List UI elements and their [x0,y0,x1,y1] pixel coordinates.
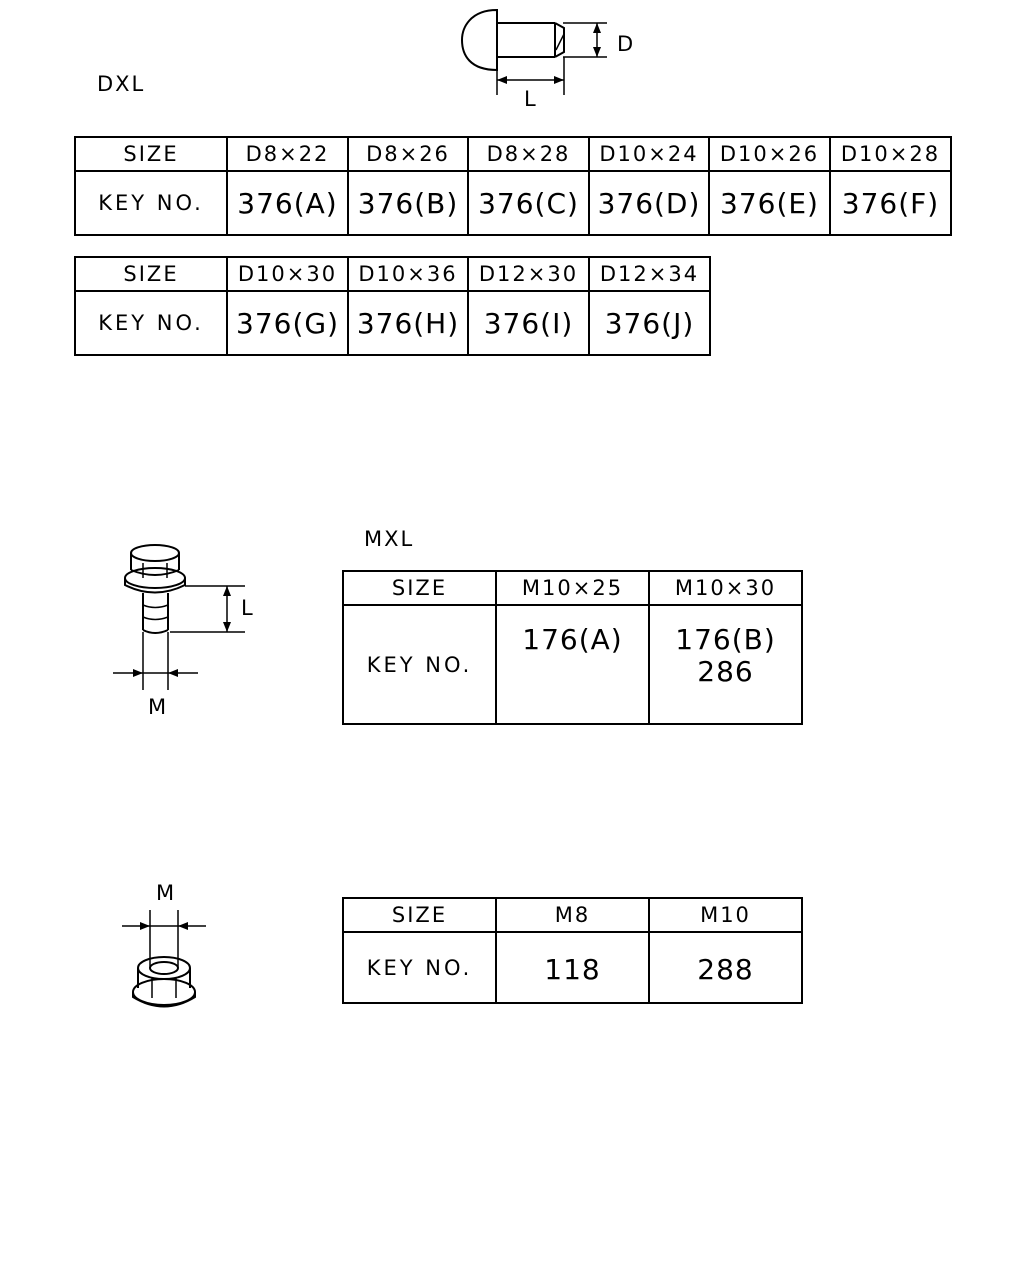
key-no-value: 286 [697,655,754,688]
key-no-cell: 376(I) [467,290,590,356]
key-no-cell: 376(C) [467,170,590,236]
nut-size-table: SIZE M8 M10 KEY NO. 118 288 [342,897,803,1004]
dxl-dim-l-label: L [524,87,536,111]
key-no-value: 176(A) [522,623,623,656]
key-no-cell: 376(D) [588,170,710,236]
dxl-size-table-1: SIZE D8×22 D8×26 D8×28 D10×24 D10×26 D10… [74,136,952,236]
key-no-cell: 376(E) [708,170,831,236]
size-cell: D12×34 [588,256,711,292]
flange-bolt-diagram: L M [113,544,253,719]
size-cell: D10×28 [829,136,952,172]
key-no-cell: 376(A) [226,170,349,236]
size-cell: D8×22 [226,136,349,172]
flange-nut-diagram: M [122,881,206,1008]
size-cell: M10×30 [648,570,803,606]
size-header: SIZE [342,570,497,606]
size-cell: D10×26 [708,136,831,172]
nut-dim-m-label: M [156,881,174,905]
mxl-size-table: SIZE M10×25 M10×30 KEY NO. 176(A) 176(B)… [342,570,803,725]
mxl-dim-l-label: L [241,596,253,620]
key-no-cell: 376(B) [347,170,469,236]
key-no-cell: 376(H) [347,290,469,356]
key-no-cell: 176(A) [495,604,650,725]
key-no-cell: 118 [495,931,650,1004]
key-no-cell: 288 [648,931,803,1004]
dxl-dim-d-label: D [617,32,633,56]
mxl-dim-m-label: M [148,695,166,719]
size-cell: M10 [648,897,803,933]
size-cell: M8 [495,897,650,933]
key-no-header: KEY NO. [74,170,228,236]
key-no-header: KEY NO. [342,604,497,725]
key-no-cell: 376(F) [829,170,952,236]
size-header: SIZE [74,256,228,292]
size-header: SIZE [342,897,497,933]
size-header: SIZE [74,136,228,172]
size-cell: D10×30 [226,256,349,292]
size-cell: D10×24 [588,136,710,172]
key-no-value: 176(B) [675,623,776,656]
dxl-section-title: DXL [97,72,146,96]
key-no-cell: 176(B) 286 [648,604,803,725]
size-cell: M10×25 [495,570,650,606]
size-cell: D8×26 [347,136,469,172]
key-no-header: KEY NO. [74,290,228,356]
rivet-pin-diagram: D L [460,8,633,111]
size-cell: D12×30 [467,256,590,292]
mxl-section-title: MXL [364,527,415,551]
key-no-cell: 376(G) [226,290,349,356]
size-cell: D10×36 [347,256,469,292]
size-cell: D8×28 [467,136,590,172]
key-no-header: KEY NO. [342,931,497,1004]
key-no-cell: 376(J) [588,290,711,356]
dxl-size-table-2: SIZE D10×30 D10×36 D12×30 D12×34 KEY NO.… [74,256,711,356]
